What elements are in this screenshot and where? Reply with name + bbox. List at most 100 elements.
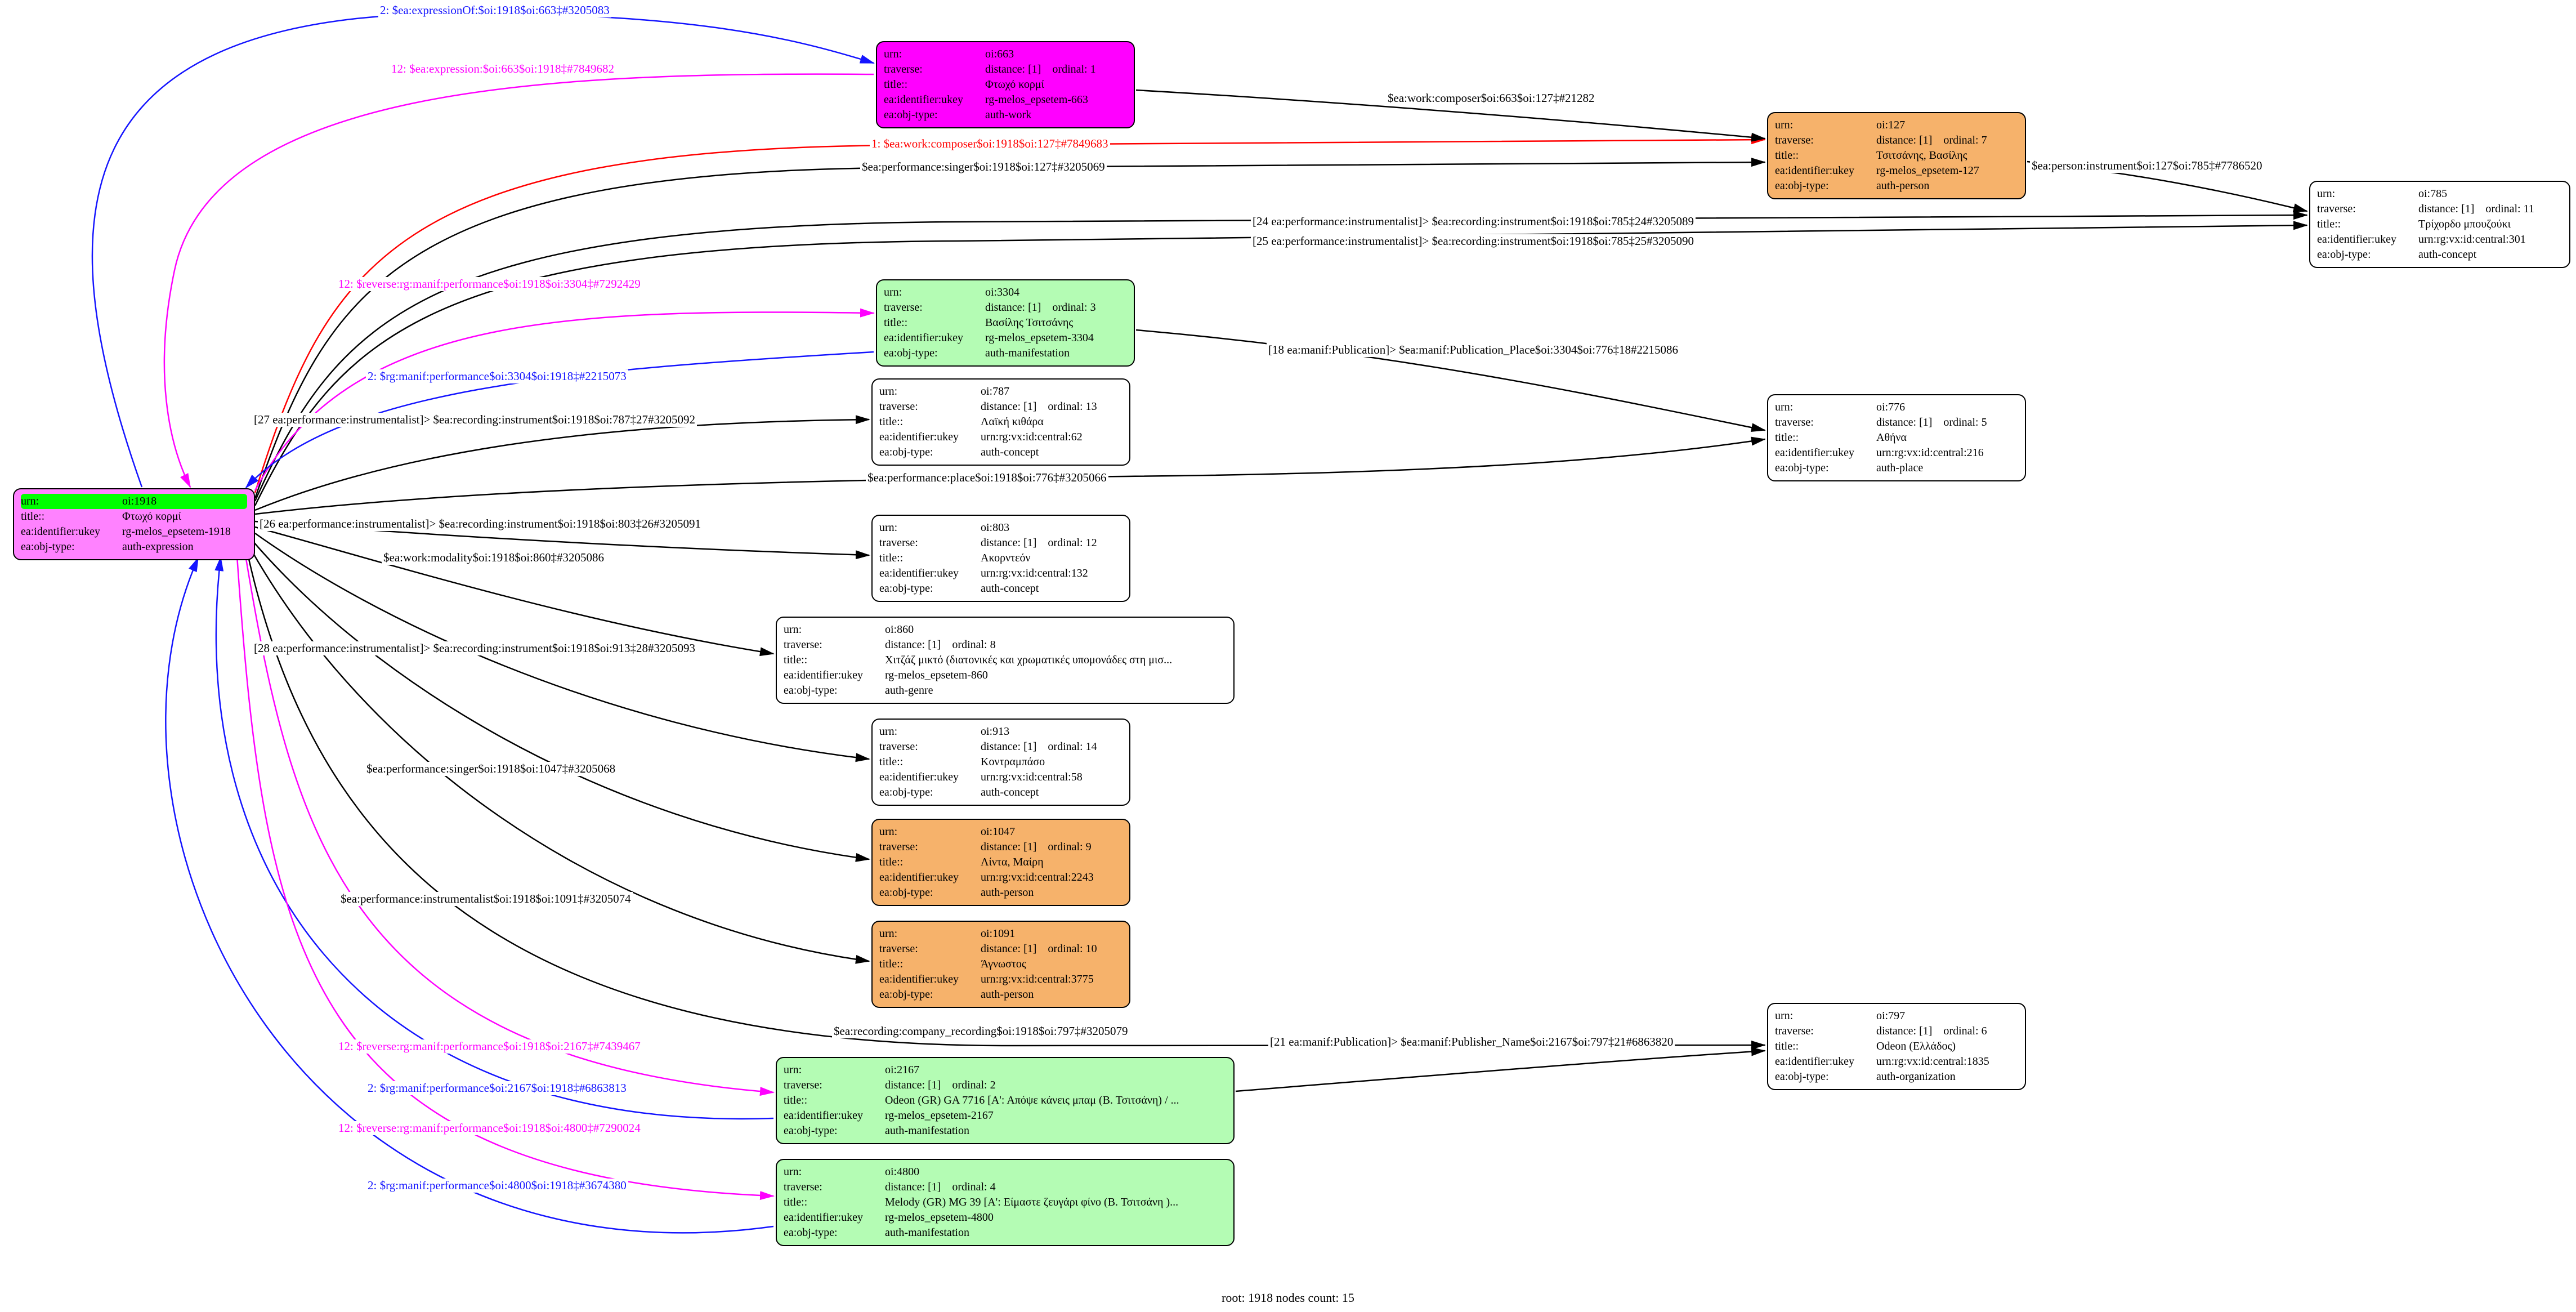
field-key: ea:obj-type: bbox=[879, 786, 933, 798]
field-key: ea:obj-type: bbox=[879, 886, 933, 899]
field-key: title:: bbox=[784, 654, 808, 666]
edge-label: 2: $rg:manif:performance$oi:3304$oi:1918… bbox=[366, 369, 628, 383]
field-value: auth-person bbox=[981, 988, 1034, 1001]
node-oi-4800[interactable]: urn: oi:4800 traverse:distance: [1] ordin… bbox=[776, 1159, 1235, 1246]
edge-label: 12: $reverse:rg:manif:performance$oi:191… bbox=[337, 1121, 642, 1135]
edge-label: 2: $ea:expressionOf:$oi:1918$oi:663‡#320… bbox=[378, 3, 611, 17]
field-value: oi:787 bbox=[981, 385, 1010, 398]
field-row: urn: oi:776 bbox=[1775, 400, 2018, 415]
field-row: traverse:distance: [1] ordinal: 14 bbox=[879, 739, 1122, 755]
field-row: urn:oi:1918 bbox=[21, 494, 247, 509]
field-key: urn: bbox=[21, 495, 39, 507]
node-oi-913[interactable]: urn:oi:913 traverse:distance: [1] ordina… bbox=[871, 719, 1130, 806]
field-key: ea:identifier:ukey bbox=[2317, 233, 2397, 246]
field-value: Λίντα, Μαίρη bbox=[981, 856, 1044, 868]
edge-label: [18 ea:manif:Publication]> $ea:manif:Pub… bbox=[1267, 343, 1680, 357]
field-key: urn: bbox=[1775, 119, 1794, 131]
edge-label: $ea:work:composer$oi:663$oi:127‡#21282 bbox=[1386, 91, 1596, 105]
field-value: auth-work bbox=[985, 109, 1032, 121]
field-key: ea:identifier:ukey bbox=[879, 771, 959, 783]
field-key: title:: bbox=[1775, 149, 1799, 162]
node-oi-1091[interactable]: urn:oi:1091 traverse:distance: [1] ordin… bbox=[871, 921, 1130, 1008]
field-key: traverse: bbox=[879, 400, 918, 413]
node-oi-3304[interactable]: urn:oi:3304 traverse:distance: [1] ordin… bbox=[876, 279, 1135, 367]
field-value: auth-concept bbox=[2418, 248, 2477, 261]
field-value: distance: [1] ordinal: 12 bbox=[981, 537, 1097, 549]
field-key: ea:identifier:ukey bbox=[1775, 164, 1855, 177]
field-row: ea:obj-type:auth-organization bbox=[1775, 1069, 2018, 1085]
field-value: distance: [1] ordinal: 3 bbox=[985, 301, 1096, 314]
field-value: Βασίλης Τσιτσάνης bbox=[985, 316, 1074, 329]
node-oi-2167[interactable]: urn:oi:2167 traverse:distance: [1] ordin… bbox=[776, 1057, 1235, 1144]
edge-label: $ea:work:modality$oi:1918$oi:860‡#320508… bbox=[382, 551, 606, 565]
field-value: oi:776 bbox=[1876, 401, 1906, 413]
field-key: ea:obj-type: bbox=[21, 541, 75, 553]
field-row: traverse:distance: [1] ordinal: 3 bbox=[884, 300, 1127, 315]
field-key: ea:obj-type: bbox=[884, 109, 938, 121]
field-value: Χιτζάζ μικτό (διατονικές και χρωματικές … bbox=[885, 654, 1173, 666]
field-value: urn:rg:vx:id:central:301 bbox=[2418, 233, 2526, 246]
node-oi-127[interactable]: urn:oi:127 traverse:distance: [1] ordina… bbox=[1767, 112, 2026, 199]
edge-manif-performance-4800-1918 bbox=[165, 557, 774, 1234]
field-key: ea:identifier:ukey bbox=[784, 669, 864, 681]
field-key: traverse: bbox=[1775, 1025, 1814, 1037]
field-value: distance: [1] ordinal: 9 bbox=[981, 841, 1092, 853]
field-value: oi:1047 bbox=[981, 825, 1016, 838]
node-oi-860[interactable]: urn:oi:860 traverse:distance: [1] ordina… bbox=[776, 617, 1235, 704]
node-oi-785[interactable]: urn:oi:785 traverse:distance: [1] ordina… bbox=[2309, 181, 2570, 268]
field-value: oi:913 bbox=[981, 725, 1010, 738]
edge-label: 12: $reverse:rg:manif:performance$oi:191… bbox=[337, 1039, 642, 1054]
edge-work-composer-663-127 bbox=[1135, 89, 1766, 142]
node-oi-1047[interactable]: urn:oi:1047 traverse:distance: [1] ordin… bbox=[871, 819, 1130, 906]
field-row: traverse:distance: [1] ordinal: 4 bbox=[784, 1180, 1227, 1195]
field-key: urn: bbox=[1775, 401, 1794, 413]
field-key: traverse: bbox=[784, 1181, 822, 1193]
field-row: urn:oi:797 bbox=[1775, 1008, 2018, 1024]
field-value: auth-person bbox=[981, 886, 1034, 899]
edge-label: [21 ea:manif:Publication]> $ea:manif:Pub… bbox=[1268, 1035, 1675, 1049]
node-oi-797[interactable]: urn:oi:797 traverse:distance: [1] ordina… bbox=[1767, 1003, 2026, 1090]
node-oi-787[interactable]: urn:oi:787 traverse:distance: [1] ordina… bbox=[871, 378, 1130, 466]
edge-recording-instrument-1918-787-27 bbox=[254, 415, 870, 511]
field-value: distance: [1] ordinal: 8 bbox=[885, 639, 996, 651]
edge-label: 1: $ea:work:composer$oi:1918$oi:127‡#784… bbox=[870, 137, 1110, 151]
field-value: rg-melos_epsetem-3304 bbox=[985, 332, 1094, 344]
field-value: oi:4800 bbox=[885, 1166, 920, 1178]
node-oi-1918[interactable]: urn:oi:1918 title::Φτωχό κορμί ea:identi… bbox=[13, 488, 255, 560]
field-key: urn: bbox=[784, 1166, 802, 1178]
field-key: title:: bbox=[884, 78, 908, 91]
field-key: ea:obj-type: bbox=[1775, 462, 1829, 474]
field-value: oi:785 bbox=[2418, 188, 2448, 200]
field-row: traverse:distance: [1] ordinal: 1 bbox=[884, 62, 1127, 77]
field-key: title:: bbox=[884, 316, 908, 329]
field-key: title:: bbox=[879, 416, 904, 428]
field-value: urn:rg:vx:id:central:132 bbox=[981, 567, 1088, 579]
field-value: Ακορντεόν bbox=[981, 552, 1031, 564]
node-oi-803[interactable]: urn:oi:803 traverse:distance: [1] ordina… bbox=[871, 515, 1130, 602]
field-row: ea:obj-type:auth-person bbox=[879, 987, 1122, 1002]
node-oi-776[interactable]: urn:oi:776 traverse:distance: [1] ordina… bbox=[1767, 394, 2026, 481]
field-value: oi:1091 bbox=[981, 927, 1016, 940]
field-value: auth-manifestation bbox=[885, 1124, 969, 1137]
field-row: title::Άγνωστος bbox=[879, 957, 1122, 972]
edge-label: [27 ea:performance:instrumentalist]> $ea… bbox=[252, 413, 697, 427]
field-key: ea:identifier:ukey bbox=[784, 1211, 864, 1224]
field-value: distance: [1] ordinal: 10 bbox=[981, 943, 1097, 955]
edge-expressionof-1918-663 bbox=[91, 12, 875, 488]
field-key: traverse: bbox=[784, 639, 822, 651]
field-key: ea:identifier:ukey bbox=[884, 93, 964, 106]
field-row: urn: oi:4800 bbox=[784, 1164, 1227, 1180]
field-row: traverse: distance: [1] ordinal: 8 bbox=[784, 637, 1227, 653]
field-row: title::Odeon (Ελλάδος) bbox=[1775, 1039, 2018, 1054]
field-row: title::Λίντα, Μαίρη bbox=[879, 855, 1122, 870]
field-value: rg-melos_epsetem-663 bbox=[985, 93, 1088, 106]
edge-reverse-manif-performance-1918-3304 bbox=[254, 308, 875, 491]
field-value: distance: [1] ordinal: 11 bbox=[2418, 203, 2534, 215]
node-oi-663[interactable]: urn:oi:663 traverse:distance: [1] ordina… bbox=[876, 41, 1135, 128]
field-row: ea:obj-type:auth-concept bbox=[2317, 247, 2562, 262]
field-key: ea:identifier:ukey bbox=[884, 332, 964, 344]
field-row: traverse:distance: [1] ordinal: 13 bbox=[879, 399, 1122, 414]
